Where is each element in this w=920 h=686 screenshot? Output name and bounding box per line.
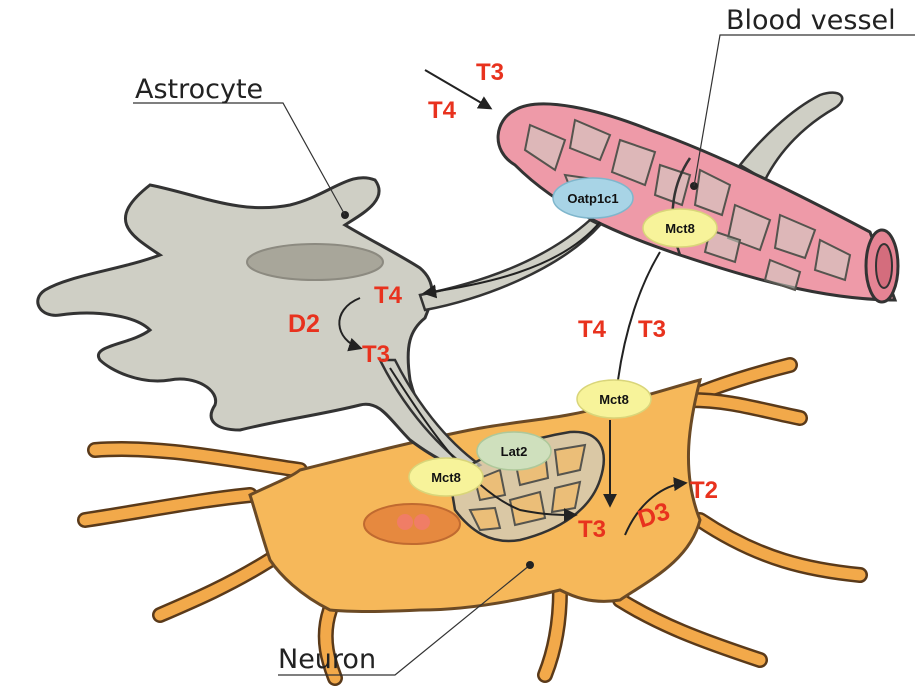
d2-label: D2 xyxy=(288,310,320,338)
mct8-astro-label: Mct8 xyxy=(431,470,461,485)
transporter-mct8-astro: Mct8 xyxy=(409,458,483,496)
lat2-label: Lat2 xyxy=(501,444,528,459)
astro-t4-label: T4 xyxy=(374,282,403,309)
mid-t4-label: T4 xyxy=(578,316,607,343)
astrocyte-body xyxy=(38,178,475,470)
mct8-vessel-label: Mct8 xyxy=(665,221,695,236)
oatp1c1-label: Oatp1c1 xyxy=(567,191,618,206)
neuron-t2-label: T2 xyxy=(690,477,718,504)
neuron-pointer-dot xyxy=(526,561,534,569)
neuron-t3-label: T3 xyxy=(578,516,606,543)
vessel-branch xyxy=(740,93,842,180)
blood-t4-label: T4 xyxy=(428,97,457,124)
blood-t3-label: T3 xyxy=(476,59,504,86)
neuron-label: Neuron xyxy=(278,644,376,675)
transporter-mct8-vessel: Mct8 xyxy=(643,209,717,247)
mct8-neuron-label: Mct8 xyxy=(599,392,629,407)
astrocyte-endfoot-process xyxy=(420,220,600,310)
transporter-lat2: Lat2 xyxy=(477,432,551,470)
mid-t3-label: T3 xyxy=(638,316,666,343)
blood-vessel-label: Blood vessel xyxy=(726,5,896,36)
astrocyte-label: Astrocyte xyxy=(135,74,263,105)
astro-t3-label: T3 xyxy=(362,341,390,368)
neuron-nucleus xyxy=(364,504,460,544)
astrocyte-nucleus xyxy=(247,244,383,280)
transporter-oatp1c1: Oatp1c1 xyxy=(553,178,633,218)
transporter-mct8-neuron: Mct8 xyxy=(577,380,651,418)
